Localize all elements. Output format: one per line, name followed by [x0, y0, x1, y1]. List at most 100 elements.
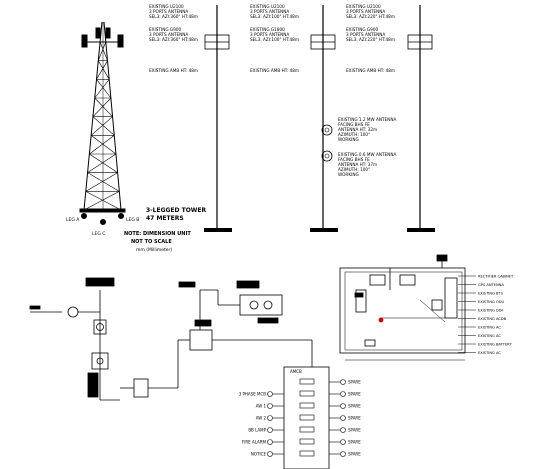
amcb-output-terminal	[340, 391, 346, 397]
site-callout-label: EXISTING BATTERY	[478, 343, 512, 347]
pole-2-top-1: EXISTING U2100	[250, 4, 285, 9]
mw-2-line-5: WORKING	[338, 172, 359, 177]
mw-1-line-5: WORKING	[338, 137, 359, 142]
amcb-title: AMCB	[290, 369, 302, 374]
amcb-input-terminal	[267, 391, 273, 397]
tower-brace	[90, 116, 113, 136]
amcb-breaker	[299, 414, 315, 421]
tower-brace	[85, 172, 118, 192]
tower-brace	[89, 135, 115, 155]
amcb-right-label: SPARE	[348, 440, 361, 445]
pole-3-antenna-bracket	[407, 34, 433, 50]
amcb-left-label: AW 1	[256, 404, 267, 409]
pole-3-top-1: EXISTING U2100	[346, 4, 381, 9]
tower-brace	[96, 79, 112, 99]
amcb-breaker	[299, 390, 315, 397]
site-callout-label: EXISTING AC	[478, 351, 501, 355]
amcb-input-terminal	[267, 403, 273, 409]
pole-3-top-2: 3 PORTS ANTENNA	[346, 9, 385, 14]
mw-1-line-3: ANTENNA HT: 32m	[338, 127, 377, 132]
amcb-output-terminal	[340, 451, 346, 457]
tower-brace	[98, 41, 107, 61]
amcb-left-label: BB LAMP	[248, 428, 266, 433]
tower-brace	[92, 116, 115, 136]
amcb-input-terminal	[267, 427, 273, 433]
pole-2-top-3: SEL3: AZI:100° HT:48m	[250, 14, 299, 19]
amcb-output-terminal	[340, 439, 346, 445]
pole-3-top-3: SEL3: AZI:220° HT:48m	[346, 14, 395, 19]
note-line-1: NOTE: DIMENSION UNIT	[124, 231, 191, 237]
amcb-breaker	[299, 378, 315, 385]
tower-base	[79, 208, 126, 225]
pole-2-mid-1: EXISTING G1800	[250, 27, 285, 32]
pole-2: EXISTING U2100 3 PORTS ANTENNA SEL3: AZI…	[250, 4, 338, 232]
amcb-input-terminal	[267, 439, 273, 445]
amcb-breaker	[299, 438, 315, 445]
single-line-diagram	[29, 277, 313, 401]
pole-1-antenna-bracket	[204, 34, 230, 50]
note-line-3: mm (Millimeter)	[136, 247, 172, 253]
pole-1-mid-1: EXISTING G900	[149, 27, 181, 32]
leg-c-label: LEG C	[92, 231, 105, 237]
amcb-right-label: SPARE	[348, 428, 361, 433]
leg-b-label: LEG B	[126, 217, 139, 223]
amcb-left-label: AW 2	[256, 416, 267, 421]
amcb-left-label: FIRE ALARM	[242, 440, 267, 445]
pole-2-antenna-bracket	[310, 34, 336, 50]
mw-2-line-3: ANTENNA HT: 37m	[338, 162, 377, 167]
amcb-output-terminal	[340, 403, 346, 409]
mw-antenna-1: EXISTING 1.2 MW ANTENNA FACING BHS FE AN…	[321, 117, 396, 142]
pole-1-mid-2: 3 PORTS ANTENNA	[149, 32, 188, 37]
pole-1-mid-3: SEL3: AZI:360° HT:48m	[149, 37, 198, 42]
pole-3-mid-2: 3 PORTS ANTENNA	[346, 32, 385, 37]
amcb-right-label: SPARE	[348, 416, 361, 421]
amcb-output-terminal	[340, 379, 346, 385]
amcb-breaker	[299, 426, 315, 433]
pole-1-top-1: EXISTING U2100	[149, 4, 184, 9]
tower-brace	[85, 191, 122, 211]
pole-2-mid-3: SEL3: AZI:100° HT:48m	[250, 37, 299, 42]
tower-brace	[87, 153, 117, 173]
site-callout-label: GPS ANTENNA	[478, 283, 504, 287]
tower-brace	[96, 60, 108, 80]
mw-antenna-2: EXISTING 0.6 MW ANTENNA FACING BHS FE AN…	[321, 150, 396, 177]
pole-3: EXISTING U2100 3 PORTS ANTENNA SEL3: AZI…	[346, 4, 435, 232]
amcb-input-terminal	[267, 415, 273, 421]
site-callout-label: EXISTING BTS	[478, 292, 504, 296]
site-callout-label: EXISTING DDF	[478, 309, 504, 313]
tower-brace	[99, 41, 108, 61]
tower-brace	[94, 79, 110, 99]
tower-brace	[89, 153, 118, 173]
tower-brace	[94, 97, 113, 117]
tower-brace	[92, 97, 112, 117]
mw-1-line-1: EXISTING 1.2 MW ANTENNA	[338, 117, 396, 122]
tower-title-2: 47 METERS	[146, 215, 184, 222]
tower-brace	[83, 191, 120, 211]
pole-2-top-2: 3 PORTS ANTENNA	[250, 9, 289, 14]
pole-1-amb: EXISTING AMB HT: 48m	[149, 68, 198, 73]
site-callout-label: EXISTING ODU	[478, 300, 505, 304]
tower-brace	[90, 135, 117, 155]
pole-3-mid-3: SEL3: AZI:220° HT:48m	[346, 37, 395, 42]
site-callout-label: RECTIFIER CABINET	[478, 275, 514, 279]
amcb-right-label: SPARE	[348, 452, 361, 457]
mw-2-line-1: EXISTING 0.6 MW ANTENNA	[338, 152, 396, 157]
amcb-output-terminal	[340, 415, 346, 421]
mw-1-line-4: AZIMUTH: 100°	[338, 132, 370, 137]
note-line-2: NOT TO SCALE	[131, 239, 172, 245]
lattice-tower	[81, 21, 124, 211]
mw-2-line-2: FACING BHS FE	[338, 157, 370, 162]
site-plan	[339, 254, 466, 361]
pole-3-mid-1: EXISTING G900	[346, 27, 378, 32]
mw-2-line-4: AZIMUTH: 100°	[338, 167, 370, 172]
amcb-right-label: SPARE	[348, 404, 361, 409]
pole-2-mid-2: 3 PORTS ANTENNA	[250, 32, 289, 37]
amcb-left-label: NOTICE	[251, 452, 267, 457]
amcb-breaker	[299, 450, 315, 457]
amcb-breaker	[299, 402, 315, 409]
amcb-right-label: SPARE	[348, 380, 361, 385]
site-callout-label: EXISTING AC	[478, 326, 501, 330]
pole-3-amb: EXISTING AMB HT: 48m	[346, 68, 395, 73]
